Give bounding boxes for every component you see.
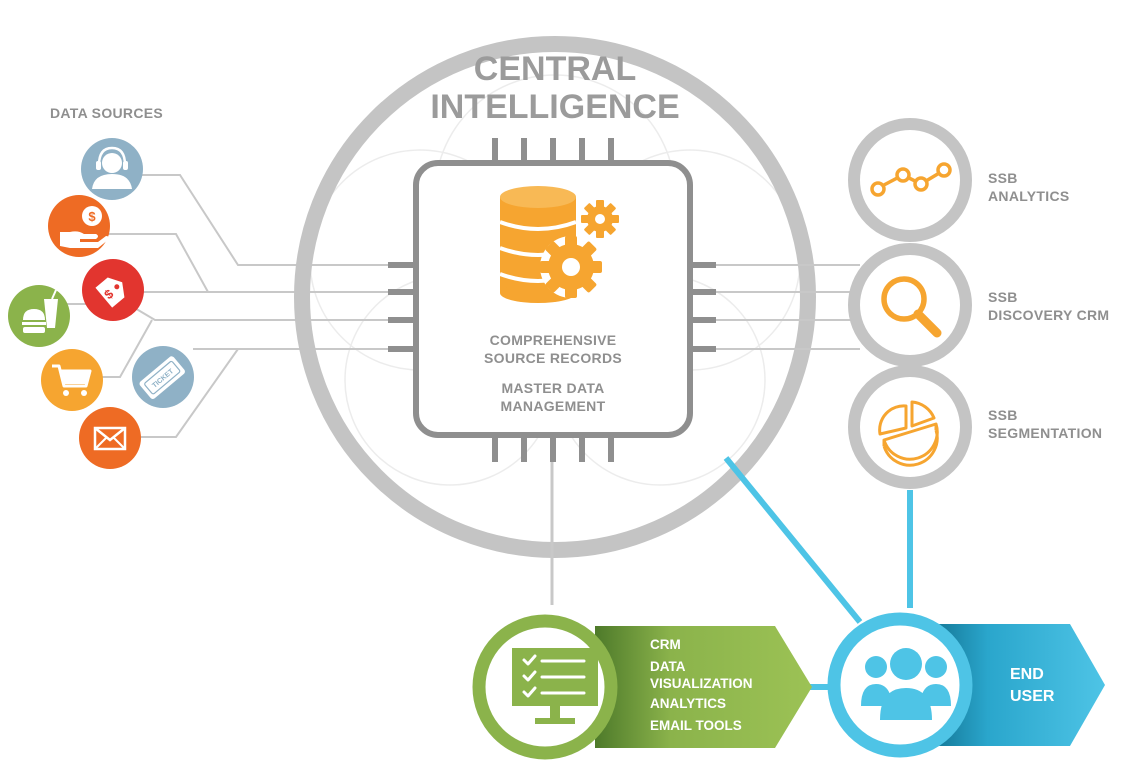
checklist-monitor-icon — [512, 648, 598, 724]
customer-service-icon — [81, 138, 143, 200]
chip-line3: MASTER DATA — [501, 380, 605, 396]
tools-list: CRM DATA VISUALIZATION ANALYTICS EMAIL T… — [650, 636, 753, 734]
data-sources-label: DATA SOURCES — [50, 105, 164, 121]
central-title-line2: INTELLIGENCE — [430, 88, 680, 126]
tools-arrow — [595, 626, 812, 748]
ssb-segmentation-circle — [848, 365, 972, 489]
chip-records-label: COMPREHENSIVE SOURCE RECORDS — [430, 331, 676, 367]
end-user-line1: END — [1010, 666, 1044, 683]
ssb-discovery-line2: DISCOVERY CRM — [988, 307, 1110, 323]
tools-circle — [472, 614, 618, 760]
magnifier-icon — [881, 276, 942, 338]
tools-item-email: EMAIL TOOLS — [650, 718, 742, 733]
central-title-line1: CENTRAL — [473, 50, 637, 88]
line-chart-icon — [870, 162, 952, 197]
ssb-analytics-label: SSB ANALYTICS — [988, 169, 1070, 205]
email-icon — [79, 407, 141, 469]
ssb-discovery-line1: SSB — [988, 289, 1018, 305]
end-user-line2: USER — [1010, 688, 1055, 705]
central-title: CENTRAL INTELLIGENCE — [405, 50, 705, 126]
ssb-discovery-circle — [848, 243, 972, 367]
chip-line4: MANAGEMENT — [500, 398, 606, 414]
tools-item-crm: CRM — [650, 637, 681, 652]
end-user-arrow — [925, 624, 1105, 746]
shopping-cart-icon — [41, 349, 103, 411]
ssb-segmentation-label: SSB SEGMENTATION — [988, 406, 1102, 442]
ssb-analytics-line1: SSB — [988, 170, 1018, 186]
chip-line2: SOURCE RECORDS — [484, 350, 622, 366]
chip-pins — [388, 138, 716, 462]
module-connectors — [716, 264, 860, 350]
tools-item-analytics: ANALYTICS — [650, 696, 727, 711]
chip-line1: COMPREHENSIVE — [489, 332, 617, 348]
svg-text:$: $ — [88, 209, 96, 224]
money-hand-icon: $ — [48, 195, 110, 257]
tools-item-data: DATA — [650, 659, 686, 674]
end-user-circle — [827, 612, 973, 758]
price-tag-icon: $ — [82, 259, 144, 321]
ticket-icon: TICKET — [132, 346, 194, 408]
ssb-segmentation-line2: SEGMENTATION — [988, 425, 1103, 441]
end-user-label: END USER — [1010, 664, 1054, 708]
ssb-segmentation-line1: SSB — [988, 407, 1018, 423]
ssb-analytics-circle — [848, 118, 972, 242]
food-drink-icon — [8, 285, 70, 347]
database-gears-icon — [499, 186, 619, 303]
tools-item-visualization: VISUALIZATION — [650, 676, 753, 691]
pie-chart-icon — [878, 400, 939, 467]
user-group-icon — [861, 648, 951, 720]
ssb-analytics-line2: ANALYTICS — [988, 188, 1070, 204]
chip-mdm-label: MASTER DATA MANAGEMENT — [430, 379, 676, 415]
central-ring — [294, 36, 816, 558]
ssb-discovery-label: SSB DISCOVERY CRM — [988, 288, 1109, 324]
